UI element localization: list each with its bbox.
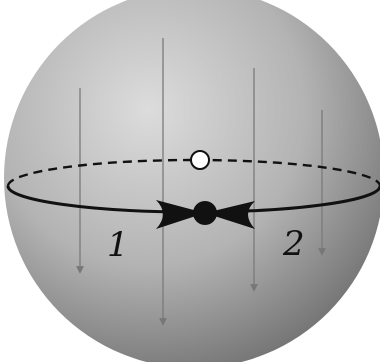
open-circle (191, 151, 209, 169)
sphere (4, 0, 380, 362)
label-2: 2 (282, 224, 305, 264)
label-1: 1 (107, 225, 129, 265)
filled-circle (193, 201, 217, 225)
